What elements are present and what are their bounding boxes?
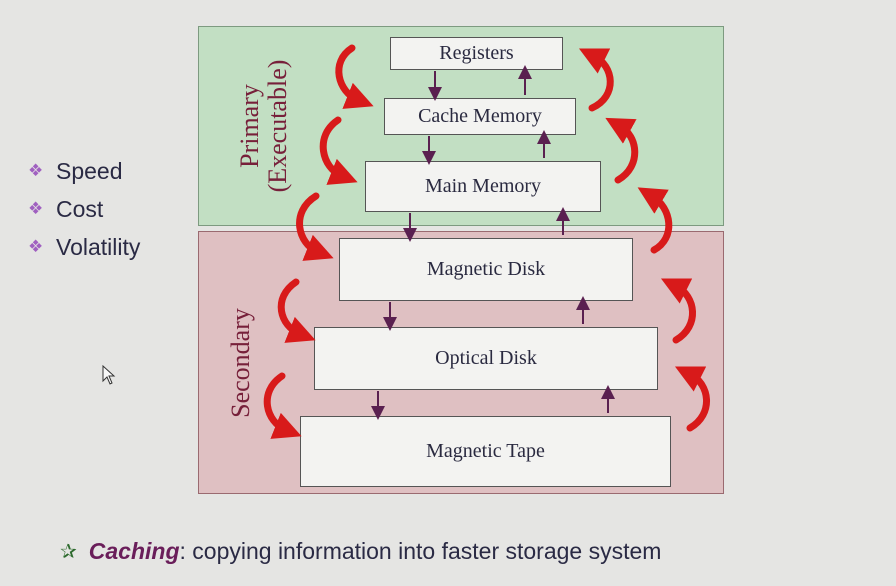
bullet-label: Cost	[56, 195, 104, 222]
bullet-label: Volatility	[56, 233, 141, 260]
curved-arrow-icon	[578, 48, 614, 112]
level-magnetic-tape: Magnetic Tape	[300, 416, 671, 487]
level-cache-memory: Cache Memory	[384, 98, 576, 135]
curved-arrow-icon	[277, 278, 316, 343]
diamond-cluster-icon: ❖	[28, 199, 44, 218]
right-curved-arrows	[578, 48, 710, 432]
bullet-list: ❖ Speed ❖ Cost ❖ Volatility	[28, 152, 140, 266]
star-icon: ✰	[60, 541, 77, 563]
caching-definition: ✰ Caching : copying information into fas…	[60, 538, 661, 565]
left-curved-arrows	[263, 44, 374, 439]
curved-arrow-icon	[263, 372, 302, 439]
level-optical-disk: Optical Disk	[314, 327, 658, 390]
curved-arrow-icon	[296, 192, 334, 261]
caching-keyword: Caching	[88, 538, 180, 564]
curved-arrow-icon	[335, 44, 374, 109]
curved-arrow-icon	[319, 116, 358, 185]
curved-arrow-icon	[674, 366, 710, 432]
level-registers: Registers	[390, 37, 563, 70]
caching-text: : copying information into faster storag…	[179, 538, 662, 564]
curved-arrow-icon	[660, 278, 696, 344]
diamond-cluster-icon: ❖	[28, 161, 44, 180]
curved-arrow-icon	[605, 117, 639, 184]
level-main-memory: Main Memory	[365, 161, 601, 212]
mouse-pointer-icon	[102, 365, 116, 385]
bullet-label: Speed	[56, 157, 123, 184]
diamond-cluster-icon: ❖	[28, 237, 44, 256]
bullet-item-cost: ❖ Cost	[28, 190, 140, 228]
bullet-item-volatility: ❖ Volatility	[28, 228, 140, 266]
curved-arrow-icon	[637, 187, 673, 254]
bullet-item-speed: ❖ Speed	[28, 152, 140, 190]
transfer-arrows	[371, 65, 615, 420]
level-magnetic-disk: Magnetic Disk	[339, 238, 633, 301]
